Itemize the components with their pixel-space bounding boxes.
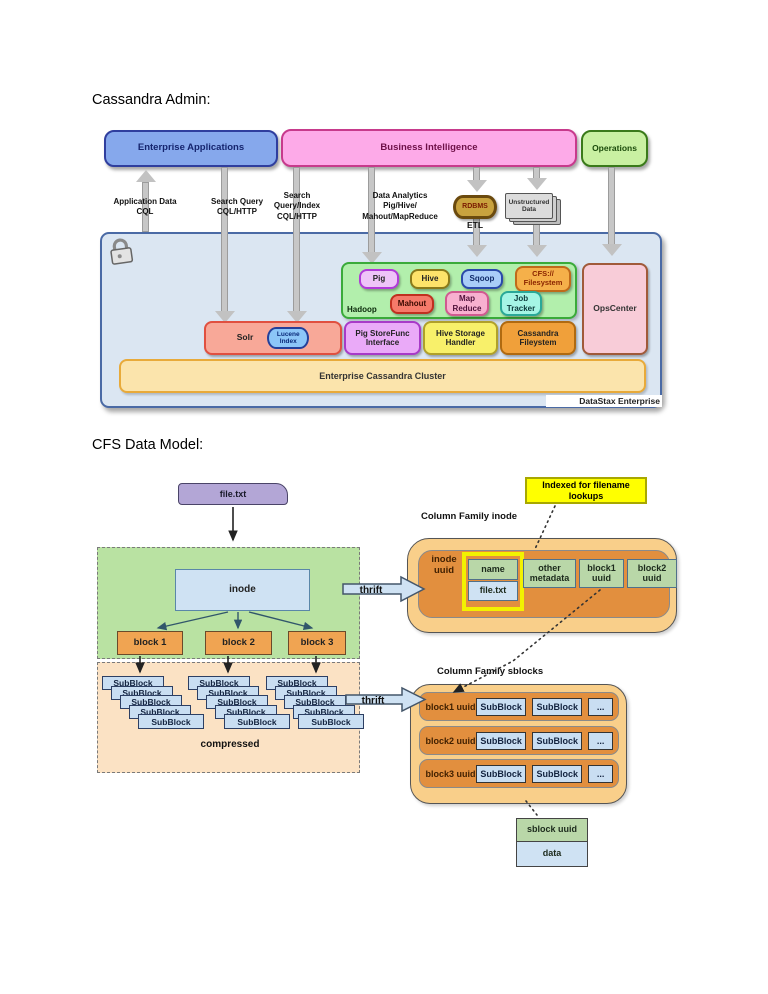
- svg-text:thrift: thrift: [362, 696, 385, 707]
- block1-uuid-key: block1 uuid: [425, 701, 476, 712]
- name-cell: name: [468, 559, 518, 580]
- subblock-cell: SubBlock: [532, 764, 583, 783]
- column-family-inode-label: Column Family inode: [421, 511, 518, 522]
- datastax-enterprise-label: DataStax Enterprise: [546, 395, 662, 407]
- inode-box: inode: [175, 569, 310, 611]
- cassandra-filesystem-box: Cassandra Fileystem: [500, 321, 576, 355]
- block3-uuid-key: block3 uuid: [425, 768, 476, 779]
- hive-chip: Hive: [410, 269, 450, 289]
- file-txt-cell: file.txt: [468, 581, 518, 601]
- section-heading-cassandra-admin: Cassandra Admin:: [92, 92, 211, 108]
- compressed-label: compressed: [200, 739, 260, 750]
- subblock-cell: SubBlock: [476, 764, 527, 783]
- solr-label: Solr: [236, 332, 254, 343]
- pig-chip: Pig: [359, 269, 399, 289]
- subblock: SubBlock: [138, 714, 204, 729]
- label-application-data: Application Data CQL: [113, 197, 177, 217]
- subblock-cell: SubBlock: [532, 731, 583, 750]
- opscenter-box: OpsCenter: [582, 263, 648, 355]
- ellipsis-cell: ...: [588, 764, 614, 783]
- sqoop-chip: Sqoop: [461, 269, 503, 289]
- thrift-arrow-1: thrift: [342, 575, 426, 603]
- label-etl: ETL: [466, 220, 484, 230]
- block2-box: block 2: [205, 631, 272, 655]
- unstructured-data-docs: Unstructured Data: [505, 193, 563, 225]
- block1-box: block 1: [117, 631, 183, 655]
- file-txt-box: file.txt: [178, 483, 288, 505]
- hadoop-label: Hadoop: [347, 305, 377, 314]
- block2-uuid-cell: block2 uuid: [627, 559, 677, 588]
- section-heading-cfs-data-model: CFS Data Model:: [92, 437, 204, 453]
- block3-box: block 3: [288, 631, 346, 655]
- indexed-note-box: Indexed for filename lookups: [525, 477, 647, 504]
- map-reduce-chip: Map Reduce: [445, 291, 489, 316]
- svg-text:thrift: thrift: [360, 585, 383, 596]
- sblock-row-1: block1 uuid SubBlock SubBlock ...: [419, 692, 619, 721]
- mahout-chip: Mahout: [390, 294, 434, 314]
- subblock-cell: SubBlock: [532, 697, 583, 716]
- sblock-row-2: block2 uuid SubBlock SubBlock ...: [419, 726, 619, 755]
- column-family-sblocks-label: Column Family sblocks: [437, 666, 544, 677]
- enterprise-applications-box: Enterprise Applications: [104, 130, 278, 167]
- inode-uuid-label: inode uuid: [431, 554, 457, 576]
- rdbms-database: RDBMS: [453, 195, 497, 219]
- hive-storage-handler-box: Hive Storage Handler: [423, 321, 498, 355]
- cfs-filesystem-chip: CFS:// Filesystem: [515, 266, 571, 292]
- lock-icon: [110, 238, 134, 265]
- thrift-arrow-2: thrift: [345, 686, 427, 713]
- other-metadata-cell: other metadata: [523, 559, 576, 588]
- ellipsis-cell: ...: [588, 697, 614, 716]
- lucene-index-cylinder: Lucene Index: [267, 327, 310, 349]
- subblock-cell: SubBlock: [476, 697, 527, 716]
- operations-box: Operations: [581, 130, 648, 167]
- subblock-cell: SubBlock: [476, 731, 527, 750]
- label-data-analytics: Data Analytics Pig/Hive/ Mahout/MapReduc…: [362, 191, 438, 221]
- sblock-row-3: block3 uuid SubBlock SubBlock ...: [419, 759, 619, 788]
- pig-storefunc-box: Pig StoreFunc Interface: [344, 321, 421, 355]
- block1-uuid-cell: block1 uuid: [579, 559, 624, 588]
- sblock-uuid-cell: sblock uuid: [516, 818, 588, 842]
- data-cell: data: [516, 842, 588, 867]
- block2-uuid-key: block2 uuid: [425, 735, 476, 746]
- label-search-query: Search Query CQL/HTTP: [210, 197, 264, 217]
- sblock-table: sblock uuid data: [516, 818, 588, 867]
- job-tracker-chip: Job Tracker: [500, 291, 542, 316]
- label-search-query-index: Search Query/Index CQL/HTTP: [273, 191, 321, 221]
- subblock: SubBlock: [224, 714, 290, 729]
- business-intelligence-box: Business Intelligence: [281, 129, 577, 167]
- ellipsis-cell: ...: [588, 731, 614, 750]
- subblock: SubBlock: [298, 714, 364, 729]
- solr-box: Solr Lucene Index: [204, 321, 342, 355]
- enterprise-cassandra-cluster-bar: Enterprise Cassandra Cluster: [119, 359, 646, 393]
